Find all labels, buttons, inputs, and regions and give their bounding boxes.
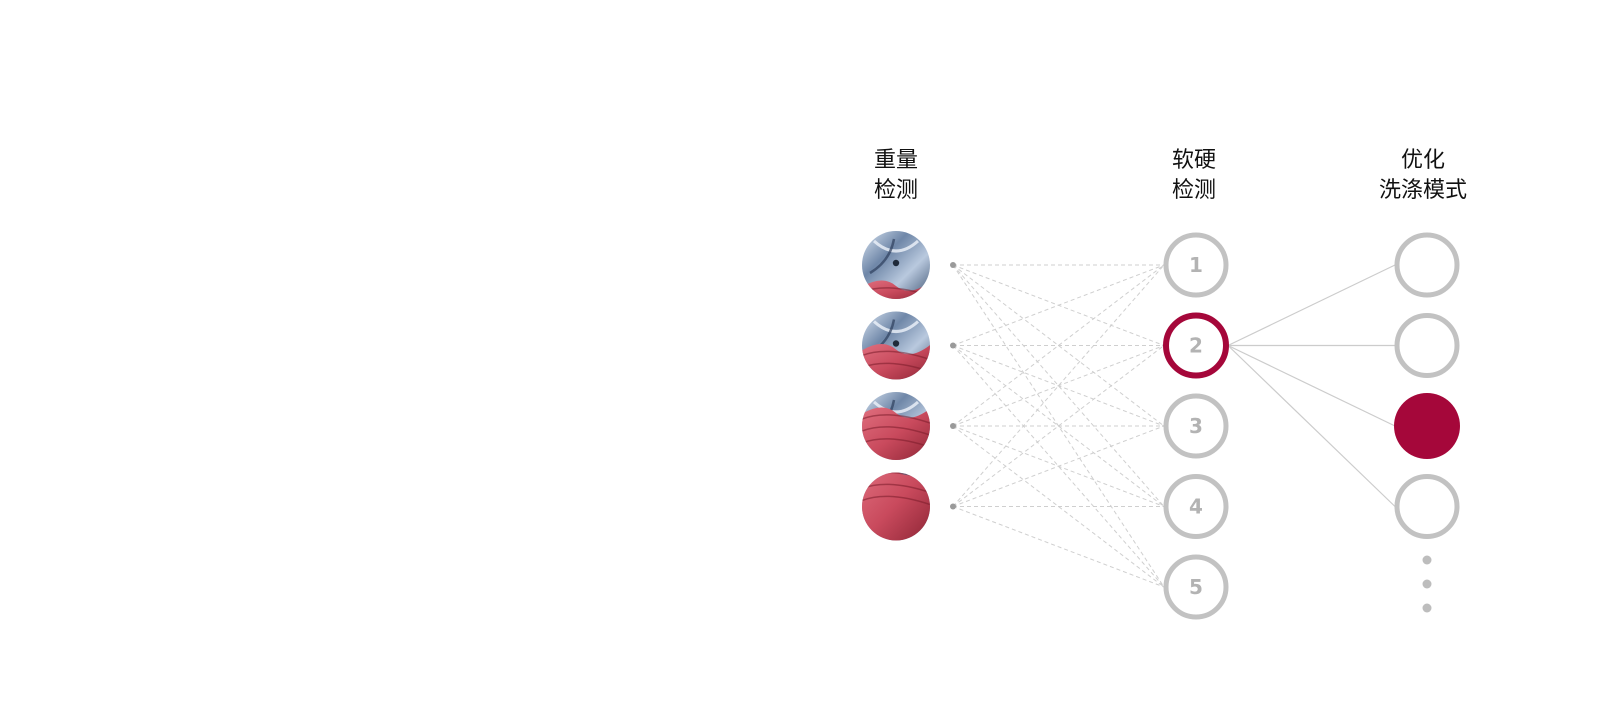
weight-hardness-link <box>952 345 1165 507</box>
drum-medium-load-icon <box>862 311 930 380</box>
weight-connector-dot <box>950 262 956 268</box>
drum-full-load-icon <box>862 472 930 541</box>
hardness-level-1: 1 <box>1163 232 1229 298</box>
hardness-level-label: 3 <box>1189 414 1203 438</box>
weight-hardness-link <box>952 264 1165 507</box>
weight-hardness-link <box>952 264 1165 427</box>
weight-hardness-link <box>952 264 1165 346</box>
hardness-level-label: 1 <box>1189 253 1203 277</box>
hardness-level-4: 4 <box>1163 474 1229 539</box>
weight-hardness-link <box>952 506 1165 588</box>
weight-detection-title-line2: 检测 <box>873 178 918 203</box>
wash-mode-selected <box>1394 393 1460 459</box>
weight-hardness-link <box>952 425 1165 588</box>
wash-mode-option <box>1394 313 1460 378</box>
more-modes-dot <box>1422 579 1432 589</box>
wash-mode-title-line1: 优化 <box>1400 148 1445 173</box>
weight-hardness-link <box>952 345 1165 588</box>
weight-connector-dot <box>950 423 956 429</box>
wash-mode-title: 优化 洗涤模式 <box>1343 146 1503 206</box>
weight-detection-title-line1: 重量 <box>873 148 918 173</box>
hardness-mode-link <box>1227 344 1396 427</box>
more-modes-dot <box>1422 555 1432 565</box>
hardness-mode-link <box>1227 345 1396 507</box>
weight-level-column <box>862 231 956 541</box>
wash-mode-column <box>1394 232 1460 613</box>
hardness-detection-title-line2: 检测 <box>1171 178 1216 203</box>
weight-hardness-link <box>952 264 1165 507</box>
wash-mode-option <box>1394 232 1460 298</box>
hardness-mode-link <box>1227 264 1396 347</box>
hardness-level-5: 5 <box>1163 554 1229 620</box>
hardness-level-label: 2 <box>1189 334 1203 358</box>
hardness-level-column: 1 2 3 4 5 <box>1163 232 1229 620</box>
hardness-detection-title-line1: 软硬 <box>1171 148 1216 173</box>
connection-lines <box>952 264 1396 588</box>
hardness-level-3: 3 <box>1163 393 1229 459</box>
more-modes-dot <box>1422 603 1432 613</box>
hardness-level-2-selected: 2 <box>1163 312 1229 379</box>
weight-hardness-link <box>952 425 1165 507</box>
drum-small-load-icon <box>862 231 930 299</box>
weight-hardness-link <box>952 345 1165 427</box>
drum-large-load-icon <box>862 392 930 460</box>
wash-mode-option <box>1394 474 1460 539</box>
hardness-level-label: 4 <box>1189 495 1203 519</box>
hardness-level-label: 5 <box>1189 575 1203 599</box>
weight-connector-dot <box>950 503 956 510</box>
hardness-detection-title: 软硬 检测 <box>1114 146 1274 206</box>
weight-hardness-link <box>952 345 1165 507</box>
weight-hardness-link <box>952 264 1165 427</box>
weight-connector-dot <box>950 342 956 349</box>
wash-mode-title-line2: 洗涤模式 <box>1378 178 1467 203</box>
weight-detection-title: 重量 检测 <box>816 146 976 206</box>
